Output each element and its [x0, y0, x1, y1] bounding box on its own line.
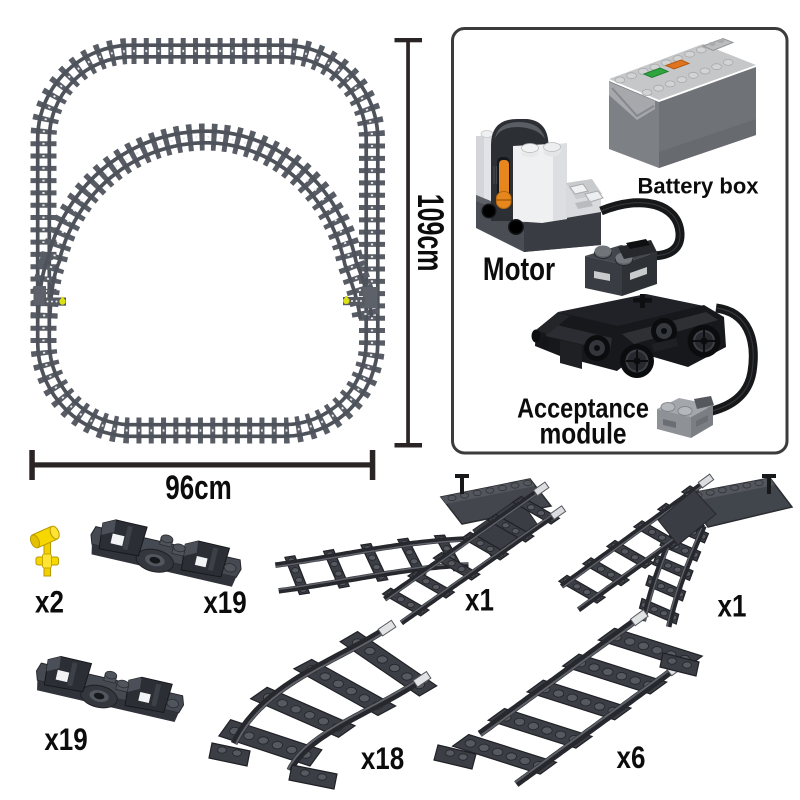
svg-text:x6: x6 — [617, 741, 646, 776]
svg-text:module: module — [539, 417, 626, 450]
svg-text:109cm: 109cm — [410, 194, 452, 272]
svg-text:x2: x2 — [35, 585, 64, 620]
svg-text:Battery box: Battery box — [637, 174, 759, 199]
svg-text:Motor: Motor — [483, 251, 555, 287]
svg-text:x1: x1 — [718, 589, 747, 624]
svg-text:Acceptance: Acceptance — [517, 394, 649, 424]
svg-text:x19: x19 — [44, 723, 87, 758]
svg-text:96cm: 96cm — [165, 470, 231, 507]
svg-text:x1: x1 — [465, 583, 494, 618]
svg-text:x18: x18 — [361, 742, 404, 777]
svg-text:x19: x19 — [203, 586, 246, 621]
